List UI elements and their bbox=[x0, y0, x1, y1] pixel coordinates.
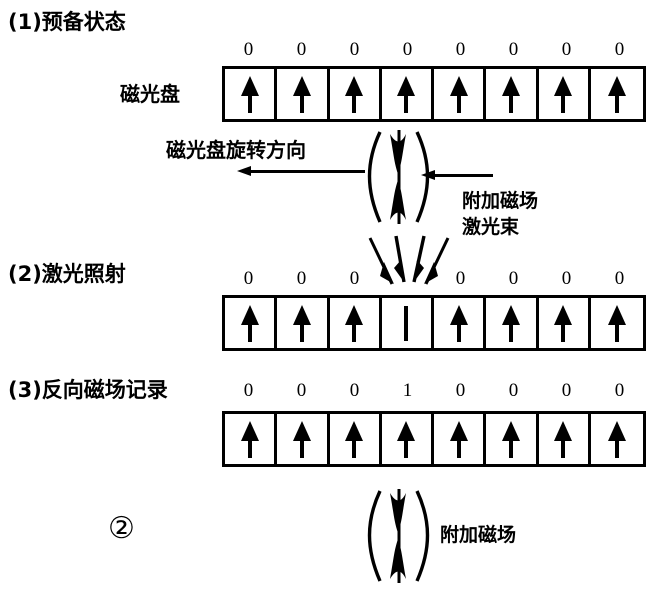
step-2-bit-row: 0 0 0 0 0 0 0 bbox=[222, 269, 646, 291]
magnetic-cell bbox=[330, 414, 382, 464]
step-1-bit-row: 0 0 0 0 0 0 0 0 bbox=[222, 40, 646, 62]
step-2-title: (2)激光照射 bbox=[8, 262, 126, 286]
rotation-direction-arrow-icon bbox=[237, 166, 365, 176]
step-2-magnetic-strip bbox=[222, 295, 646, 351]
bit-label: 0 bbox=[349, 268, 360, 289]
bit-label: 0 bbox=[508, 39, 519, 60]
magnetic-cell bbox=[382, 69, 434, 119]
bit-label: 0 bbox=[455, 268, 466, 289]
magnetic-cell bbox=[330, 69, 382, 119]
bit-label: 0 bbox=[561, 380, 572, 401]
magnetic-cell bbox=[434, 298, 487, 348]
step-1-magnetic-strip bbox=[222, 66, 646, 122]
magnetic-cell bbox=[486, 69, 539, 119]
bit-label: 0 bbox=[296, 268, 307, 289]
bit-label: 0 bbox=[508, 268, 519, 289]
bit-label: 0 bbox=[349, 380, 360, 401]
magnetic-cell bbox=[225, 298, 278, 348]
rotation-direction-label: 磁光盘旋转方向 bbox=[166, 138, 306, 162]
bit-label: 0 bbox=[614, 380, 625, 401]
magnetic-cell bbox=[277, 69, 330, 119]
bit-label: 0 bbox=[402, 39, 413, 60]
step-3-title: (3)反向磁场记录 bbox=[8, 378, 168, 402]
magnetic-cell bbox=[225, 414, 278, 464]
bit-label: 0 bbox=[349, 39, 360, 60]
demagnetized-bar-icon bbox=[404, 306, 409, 341]
bit-label: 1 bbox=[402, 380, 413, 401]
magnetic-cell bbox=[225, 69, 278, 119]
additional-field-label-bottom: 附加磁场 bbox=[440, 524, 517, 546]
bit-label: 0 bbox=[296, 39, 307, 60]
additional-field-arrow-icon bbox=[421, 170, 493, 180]
step-1-title: (1)预备状态 bbox=[8, 10, 126, 34]
magnetic-cell bbox=[591, 414, 643, 464]
bit-label: 0 bbox=[455, 380, 466, 401]
bit-label: 0 bbox=[243, 39, 254, 60]
magnetic-field-lines-icon bbox=[367, 130, 430, 224]
step-3-bit-row: 0 0 0 1 0 0 0 0 bbox=[222, 381, 646, 403]
bit-label: 0 bbox=[561, 268, 572, 289]
magnetic-cell bbox=[486, 298, 539, 348]
magnetic-cell bbox=[330, 298, 382, 348]
bit-label: 0 bbox=[243, 380, 254, 401]
magnetic-cell bbox=[382, 414, 434, 464]
bit-label: 0 bbox=[614, 268, 625, 289]
bit-label: 0 bbox=[296, 380, 307, 401]
additional-field-label-top: 附加磁场 bbox=[462, 190, 539, 212]
bit-label: 0 bbox=[614, 39, 625, 60]
bit-label: 0 bbox=[508, 380, 519, 401]
step-1-disk-label: 磁光盘 bbox=[120, 82, 180, 106]
laser-beam-rays-icon bbox=[368, 235, 450, 285]
step-3-magnetic-strip bbox=[222, 411, 646, 467]
magnetic-cell bbox=[486, 414, 539, 464]
magnetic-cell bbox=[539, 414, 591, 464]
magnetic-cell bbox=[591, 69, 643, 119]
bit-label: 0 bbox=[243, 268, 254, 289]
magnetic-cell bbox=[539, 69, 591, 119]
magnetic-field-lines-icon-bottom bbox=[367, 489, 430, 583]
magnetic-cell bbox=[539, 298, 591, 348]
magnetic-cell bbox=[434, 69, 487, 119]
magnetic-cell-demagnetized bbox=[382, 298, 434, 348]
magnetic-cell bbox=[277, 298, 330, 348]
figure-number: ② bbox=[108, 511, 135, 546]
bit-label: 0 bbox=[561, 39, 572, 60]
laser-beam-label: 激光束 bbox=[462, 216, 520, 238]
magnetic-cell bbox=[591, 298, 643, 348]
magnetic-cell bbox=[277, 414, 330, 464]
bit-label: 0 bbox=[455, 39, 466, 60]
magnetic-cell bbox=[434, 414, 487, 464]
